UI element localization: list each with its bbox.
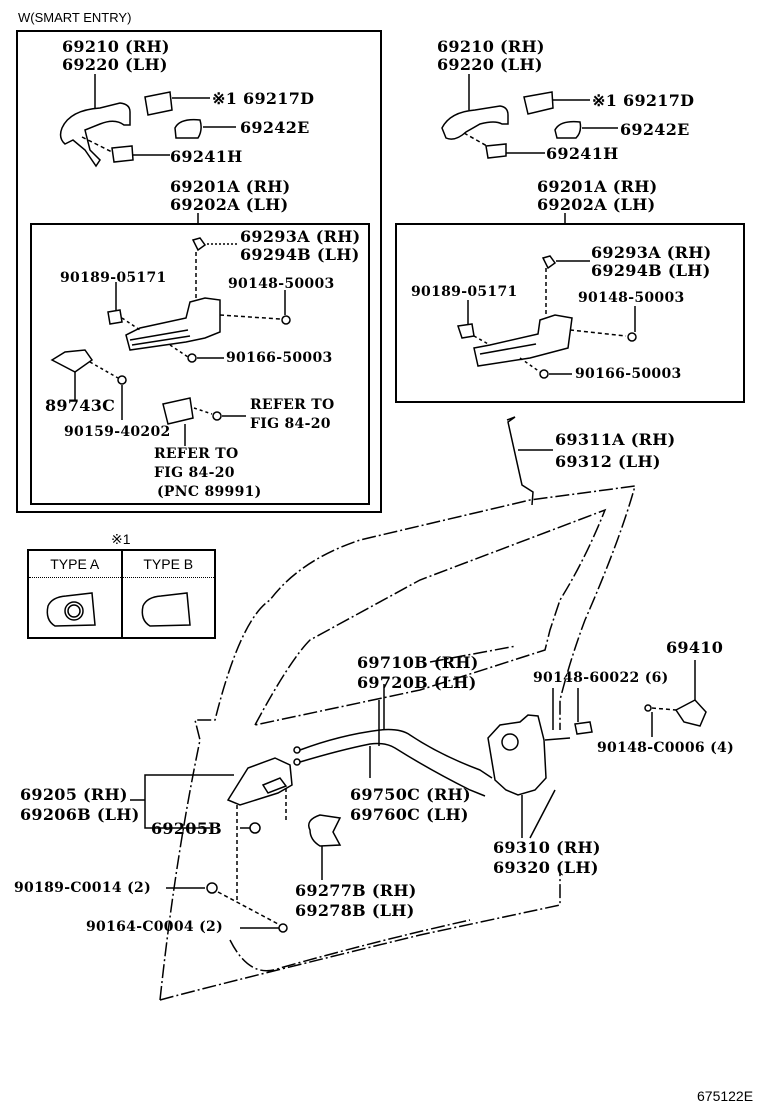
lock-rod-rh-label: 69311A (RH) <box>555 430 676 449</box>
smart-clip-lh-label: 69294B (LH) <box>240 245 360 264</box>
smart-cap-label: ※1 69217D <box>212 89 315 108</box>
frame-lh-art <box>50 213 291 446</box>
std-cover-label: 69241H <box>546 144 619 163</box>
smart-screw-a-label: 90148-50003 <box>228 276 335 292</box>
door-outline-art <box>159 485 637 1001</box>
section-title: W(SMART ENTRY) <box>18 10 132 25</box>
smart-handle-lh-label: 69220 (LH) <box>62 55 168 74</box>
cable-lower-rh-label: 69750C (RH) <box>350 785 471 804</box>
bezel-art <box>308 814 342 880</box>
lock-rod-art <box>506 416 553 506</box>
type-b-icon <box>141 592 191 627</box>
lock-rod-lh-label: 69312 (LH) <box>555 452 661 471</box>
bezel-rh-label: 69277B (RH) <box>295 881 417 900</box>
type-table-ref: ※1 <box>111 531 131 547</box>
outside-handle-rh-art <box>441 74 618 159</box>
smart-handle-rh-label: 69210 (RH) <box>62 37 170 56</box>
std-retainer-label: 90189-05171 <box>411 284 518 300</box>
standard-inner-frame <box>395 223 745 403</box>
std-cap-label: ※1 69217D <box>592 91 695 110</box>
smart-screw-b-label: 90166-50003 <box>226 350 333 366</box>
cable-lower-lh-label: 69760C (LH) <box>350 805 469 824</box>
striker-screw-label: 90148-C0006 (4) <box>597 740 734 756</box>
smart-entry-frame <box>16 30 382 513</box>
cable-upper-rh-label: 69710B (RH) <box>357 653 479 672</box>
striker-art <box>644 660 707 737</box>
figure-code: 675122E <box>697 1088 754 1104</box>
clip-label: 90189-C0014 (2) <box>14 880 151 896</box>
smart-cover-label: 69241H <box>170 147 243 166</box>
inside-handle-art <box>130 757 293 933</box>
type-a-icon <box>46 592 96 627</box>
std-frame-lh-label: 69202A (LH) <box>537 195 656 214</box>
refer-sensor-line2: FIG 84-20 <box>154 465 235 481</box>
std-screw-b-label: 90166-50003 <box>575 366 682 382</box>
door-lock-rh-label: 69310 (RH) <box>493 838 601 857</box>
striker-label: 69410 <box>666 638 724 657</box>
std-handle-lh-label: 69220 (LH) <box>437 55 543 74</box>
smart-sensor-label: 89743C <box>45 396 116 415</box>
door-lock-lh-label: 69320 (LH) <box>493 858 599 877</box>
type-b-column: TYPE B <box>120 551 214 637</box>
type-table: TYPE A TYPE B <box>27 549 216 639</box>
refer-sensor-line3: (PNC 89991) <box>157 484 262 500</box>
std-frame-rh-label: 69201A (RH) <box>537 177 658 196</box>
screw-label: 90164-C0004 (2) <box>86 919 223 935</box>
type-a-column: TYPE A <box>29 551 121 637</box>
type-b-header: TYPE B <box>122 551 214 578</box>
inside-handle-sub-label: 69205B <box>151 819 222 838</box>
outside-handle-lh-art <box>59 74 236 168</box>
smart-frame-rh-label: 69201A (RH) <box>170 177 291 196</box>
smart-entry-inner-frame <box>30 223 370 505</box>
refer-sensor-line1: REFER TO <box>154 446 239 462</box>
type-a-header: TYPE A <box>29 551 121 578</box>
lock-screw-label: 90148-60022 (6) <box>533 670 669 686</box>
smart-retainer-label: 90189-05171 <box>60 270 167 286</box>
inside-handle-lh-label: 69206B (LH) <box>20 805 140 824</box>
refer-screw-line2: FIG 84-20 <box>250 416 331 432</box>
frame-rh-art <box>457 213 637 379</box>
std-screw-a-label: 90148-50003 <box>578 290 685 306</box>
std-clip-lh-label: 69294B (LH) <box>591 261 711 280</box>
smart-screw-c-label: 90159-40202 <box>64 424 171 440</box>
std-pad-label: 69242E <box>620 120 690 139</box>
refer-screw-line1: REFER TO <box>250 397 335 413</box>
cables-art <box>293 684 493 797</box>
std-clip-rh-label: 69293A (RH) <box>591 243 712 262</box>
cable-upper-lh-label: 69720B (LH) <box>357 673 477 692</box>
bezel-lh-label: 69278B (LH) <box>295 901 415 920</box>
smart-frame-lh-label: 69202A (LH) <box>170 195 289 214</box>
door-inner-art <box>229 645 517 972</box>
std-handle-rh-label: 69210 (RH) <box>437 37 545 56</box>
smart-clip-rh-label: 69293A (RH) <box>240 227 361 246</box>
inside-handle-rh-label: 69205 (RH) <box>20 785 128 804</box>
door-lock-art <box>487 688 593 839</box>
smart-pad-label: 69242E <box>240 118 310 137</box>
